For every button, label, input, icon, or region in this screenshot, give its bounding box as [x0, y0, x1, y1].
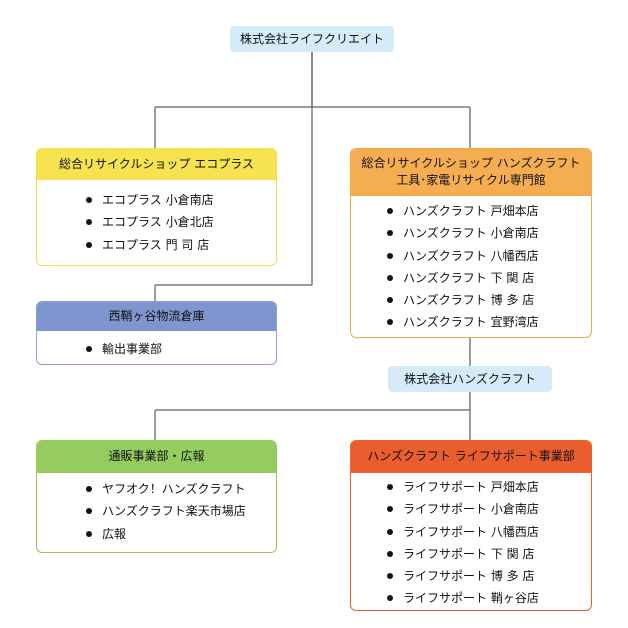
lifesupport-node: ハンズクラフト ライフサポート事業部 ライフサポート 戸畑本店 ライフサポート … [350, 440, 592, 611]
list-item: エコプラス 門 司 店 [86, 234, 276, 256]
warehouse-node: 西鞘ヶ谷物流倉庫 輸出事業部 [36, 301, 277, 365]
handscraft-store-list: ハンズクラフト 戸畑本店 ハンズクラフト 小倉南店 ハンズクラフト 八幡西店 ハ… [387, 200, 591, 334]
handscraft-shop-node: 総合リサイクルショップ ハンズクラフト 工具･家電リサイクル専門館 ハンズクラフ… [350, 148, 592, 338]
list-item: ハンズクラフト 八幡西店 [387, 245, 591, 267]
list-item: ハンズクラフト 下 関 店 [387, 267, 591, 289]
warehouse-item-list: 輸出事業部 [86, 338, 276, 360]
mailorder-node: 通販事業部・広報 ヤフオク！ハンズクラフト ハンズクラフト楽天市場店 広報 [36, 440, 277, 553]
list-item: ライフサポート 下 関 店 [387, 543, 591, 565]
ecoplus-header: 総合リサイクルショップ エコプラス [37, 149, 276, 180]
list-item: ハンズクラフト 小倉南店 [387, 222, 591, 244]
list-item: ライフサポート 小倉南店 [387, 498, 591, 520]
handscraft-company-node: 株式会社ハンズクラフト [388, 366, 552, 392]
lifesupport-header: ハンズクラフト ライフサポート事業部 [351, 441, 591, 473]
handscraft-shop-title-line2: 工具･家電リサイクル専門館 [396, 173, 546, 187]
lifesupport-title: ハンズクラフト ライフサポート事業部 [367, 449, 575, 463]
mailorder-header: 通販事業部・広報 [37, 441, 276, 473]
list-item: エコプラス 小倉南店 [86, 189, 276, 211]
list-item: ハンズクラフト 博 多 店 [387, 289, 591, 311]
mailorder-item-list: ヤフオク！ハンズクラフト ハンズクラフト楽天市場店 広報 [86, 478, 276, 545]
root-company-label: 株式会社ライフクリエイト [239, 32, 384, 46]
ecoplus-node: 総合リサイクルショップ エコプラス エコプラス 小倉南店 エコプラス 小倉北店 … [36, 148, 277, 266]
warehouse-title: 西鞘ヶ谷物流倉庫 [108, 308, 205, 323]
list-item: ライフサポート 八幡西店 [387, 521, 591, 543]
list-item: ライフサポート 戸畑本店 [387, 476, 591, 498]
warehouse-header: 西鞘ヶ谷物流倉庫 [37, 302, 276, 331]
list-item: 広報 [86, 523, 276, 545]
list-item: ハンズクラフト 戸畑本店 [387, 200, 591, 222]
list-item: ハンズクラフト楽天市場店 [86, 500, 276, 522]
list-item: ハンズクラフト 宜野湾店 [387, 311, 591, 333]
ecoplus-title: 総合リサイクルショップ エコプラス [59, 156, 254, 171]
root-company-node: 株式会社ライフクリエイト [230, 26, 394, 52]
ecoplus-store-list: エコプラス 小倉南店 エコプラス 小倉北店 エコプラス 門 司 店 [86, 189, 276, 256]
handscraft-shop-title-line1: 総合リサイクルショップ ハンズクラフト [361, 156, 581, 170]
list-item: エコプラス 小倉北店 [86, 211, 276, 233]
list-item: ライフサポート 博 多 店 [387, 565, 591, 587]
list-item: ヤフオク！ハンズクラフト [86, 478, 276, 500]
mailorder-title: 通販事業部・広報 [108, 449, 205, 463]
lifesupport-store-list: ライフサポート 戸畑本店 ライフサポート 小倉南店 ライフサポート 八幡西店 ラ… [387, 476, 591, 610]
handscraft-shop-header: 総合リサイクルショップ ハンズクラフト 工具･家電リサイクル専門館 [351, 149, 591, 196]
list-item: 輸出事業部 [86, 338, 276, 360]
list-item: ライフサポート 鞘ヶ谷店 [387, 587, 591, 609]
handscraft-company-label: 株式会社ハンズクラフト [404, 372, 536, 386]
